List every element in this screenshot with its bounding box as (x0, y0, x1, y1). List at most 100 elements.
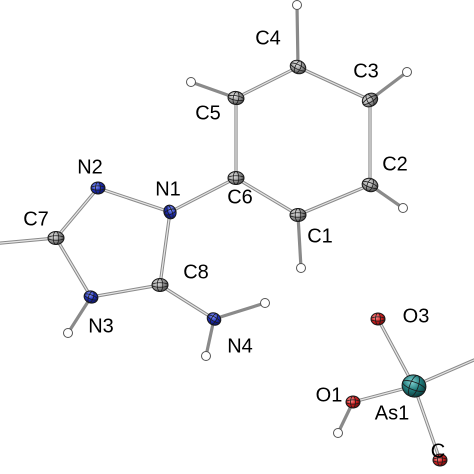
bond-c4-c5 (234, 65, 300, 100)
atom-n1 (163, 204, 177, 220)
bond-highlight (55, 237, 92, 298)
bond-as1-o2 (412, 384, 442, 462)
bond-highlight (97, 187, 171, 213)
atom-label-c8: C8 (183, 261, 209, 283)
hydrogen-sphere (201, 351, 211, 361)
atom-as1 (401, 374, 427, 398)
ellipsoid-meridian (437, 453, 443, 467)
bond-layer (0, 3, 474, 462)
atom-label-n2: N2 (77, 156, 103, 178)
ellipsoid-equator (362, 95, 378, 105)
bond-c1-h1 (296, 213, 303, 270)
bond-n2-c7 (54, 186, 100, 240)
bond-line (295, 3, 300, 69)
atom-label-c1: C1 (307, 225, 333, 247)
atom-c8 (151, 278, 169, 292)
hydrogen-sphere (333, 428, 343, 438)
atom-o1 (345, 395, 361, 409)
hydrogen-sphere (402, 67, 412, 77)
bond-c6-n1 (168, 176, 238, 214)
ellipsoid-meridian (294, 208, 302, 222)
ellipsoid-meridian (350, 395, 356, 409)
ellipsoid-equator (345, 399, 361, 405)
bond-highlight (90, 284, 161, 298)
thermal-ellipsoid (151, 278, 169, 292)
ellipsoid-meridian (375, 312, 381, 326)
bond-c7-n3 (54, 236, 93, 299)
atom-n2 (90, 181, 106, 195)
atom-label-o1: O1 (316, 384, 343, 406)
atom-c5 (227, 90, 245, 106)
ellipsoid-equator (166, 204, 174, 220)
thermal-ellipsoid (47, 231, 65, 245)
atom-label-c7: C7 (23, 208, 49, 230)
ellipsoid-meridian (365, 93, 375, 107)
ellipsoid-meridian (87, 290, 95, 304)
bond-highlight (297, 66, 371, 101)
atom-label-n1: N1 (155, 178, 181, 200)
ellipsoid-equator (227, 94, 245, 102)
hydrogen-sphere (186, 77, 196, 87)
bond-highlight (169, 177, 237, 213)
atom-c4 (289, 59, 307, 75)
atom-h5 (186, 77, 196, 87)
ellipsoid-meridian (95, 181, 101, 195)
atom-h3n (63, 328, 73, 338)
bond-c7-ch3 (0, 236, 58, 245)
bond-highlight (297, 184, 371, 216)
ellipsoid-equator (47, 235, 65, 241)
atom-c7 (47, 231, 65, 245)
ellipsoid-meridian (408, 375, 420, 397)
atom-n4 (206, 312, 222, 326)
atom-o3 (370, 312, 386, 326)
hydrogen-sphere (63, 328, 73, 338)
thermal-ellipsoid (90, 181, 106, 195)
ellipsoid-meridian (209, 313, 219, 325)
ellipsoid-meridian (163, 208, 177, 216)
bond-c8-n1 (158, 210, 172, 287)
atom-o2 (432, 453, 448, 467)
ellipsoid-meridian (293, 60, 303, 74)
hydrogen-sphere (292, 0, 302, 10)
bond-highlight (55, 187, 99, 239)
atom-label-c2: C2 (382, 153, 408, 175)
ellipsoid-meridian (232, 171, 240, 185)
ellipsoid-equator (432, 457, 448, 463)
atom-layer (47, 0, 448, 467)
ellipsoid-equator (362, 181, 378, 189)
bond-highlight (235, 177, 299, 216)
bond-highlight (413, 385, 441, 461)
ellipsoid-equator (227, 175, 245, 181)
bond-highlight (0, 237, 57, 244)
atom-label-n3: N3 (88, 315, 114, 337)
thermal-ellipsoid (83, 290, 99, 304)
ellipsoid-meridian (52, 231, 60, 245)
hydrogen-sphere (398, 203, 408, 213)
bond-line (212, 301, 267, 321)
atom-label-n4: N4 (227, 335, 253, 357)
thermal-ellipsoid (401, 374, 427, 398)
bond-c4-h4 (295, 3, 300, 69)
atom-h4b (201, 351, 211, 361)
bond-highlight (235, 66, 299, 99)
thermal-ellipsoid (289, 59, 307, 75)
bond-highlight (159, 284, 215, 320)
bond-line (66, 295, 93, 335)
thermal-ellipsoid (206, 312, 222, 326)
ellipsoid-meridian (366, 178, 374, 192)
atom-label-c4: C4 (255, 27, 281, 49)
bond-n1-n2 (96, 186, 172, 214)
atom-c1 (289, 208, 307, 222)
atom-h4a (260, 298, 270, 308)
ellipsoid-equator (402, 380, 426, 392)
ellipsoid-equator (83, 293, 99, 301)
atom-h1 (296, 263, 306, 273)
ellipsoid-equator (151, 282, 169, 288)
hydrogen-sphere (296, 263, 306, 273)
hydrogen-sphere (260, 298, 270, 308)
bond-highlight (377, 318, 415, 387)
atom-label-c6: C6 (227, 186, 253, 208)
bond-n3-h3n (66, 295, 93, 335)
thermal-ellipsoid (289, 208, 307, 222)
thermal-ellipsoid (345, 395, 361, 409)
